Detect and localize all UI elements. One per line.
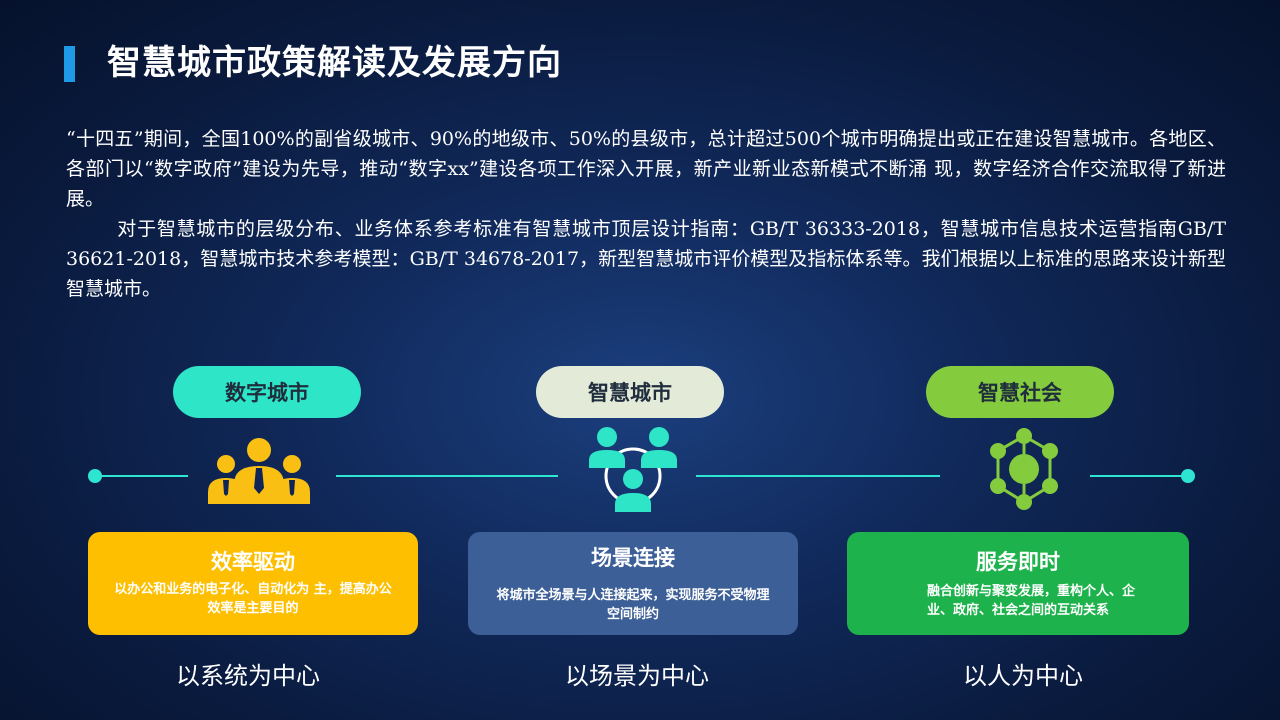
stage-pill-smart-society: 智慧社会 — [926, 366, 1114, 418]
title-accent-bar — [64, 46, 75, 82]
card-title: 效率驱动 — [211, 550, 295, 574]
business-people-icon — [204, 436, 314, 504]
timeline-segment-1 — [100, 475, 188, 477]
timeline-segment-3 — [696, 475, 940, 477]
stage-pill-digital-city: 数字城市 — [173, 366, 361, 418]
connected-people-icon — [587, 424, 679, 516]
bottom-label-people-centered: 以人为中心 — [963, 662, 1083, 690]
card-description: 融合创新与聚变发展，重构个人、企业、政府、社会之间的互动关系 — [927, 584, 1136, 618]
timeline-start-dot — [88, 469, 102, 483]
network-hub-icon — [982, 424, 1066, 514]
card-description: 将城市全场景与人连接起来，实现服务不受物理空间制约 — [496, 588, 770, 622]
card-efficiency-driven: 效率驱动 以办公和业务的电子化、自动化为 主，提高办公效率是主要目的 — [88, 532, 418, 635]
card-title: 场景连接 — [591, 546, 675, 570]
timeline-segment-4 — [1090, 475, 1184, 477]
intro-paragraph-2: 对于智慧城市的层级分布、业务体系参考标准有智慧城市顶层设计指南：GB/T 363… — [66, 218, 1226, 300]
intro-text: “十四五”期间，全国100%的副省级城市、90%的地级市、50%的县级市，总计超… — [66, 124, 1226, 304]
card-title: 服务即时 — [976, 550, 1060, 574]
bottom-label-system-centered: 以系统为中心 — [176, 662, 320, 690]
card-description: 以办公和业务的电子化、自动化为 主，提高办公效率是主要目的 — [114, 582, 392, 616]
timeline-end-dot — [1181, 469, 1195, 483]
intro-paragraph-1: “十四五”期间，全国100%的副省级城市、90%的地级市、50%的县级市，总计超… — [66, 128, 1226, 210]
timeline-segment-2 — [336, 475, 558, 477]
stage-pill-smart-city: 智慧城市 — [536, 366, 724, 418]
bottom-label-scene-centered: 以场景为中心 — [565, 662, 709, 690]
page-title: 智慧城市政策解读及发展方向 — [107, 43, 562, 83]
card-scene-connection: 场景连接 将城市全场景与人连接起来，实现服务不受物理空间制约 — [468, 532, 798, 635]
card-instant-service: 服务即时 融合创新与聚变发展，重构个人、企业、政府、社会之间的互动关系 — [847, 532, 1189, 635]
